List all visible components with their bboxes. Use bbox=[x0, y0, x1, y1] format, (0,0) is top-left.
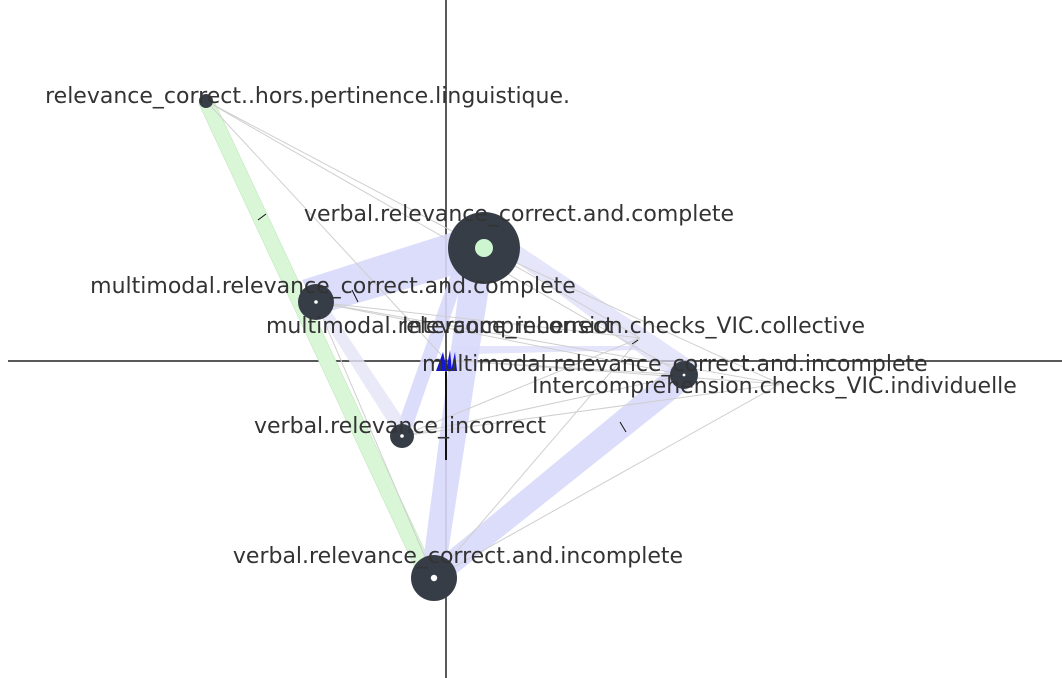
node-labels: relevance_correct..hors.pertinence.lingu… bbox=[45, 84, 1017, 569]
edge-wedge bbox=[302, 226, 492, 314]
node-label: verbal.relevance_incorrect bbox=[254, 414, 546, 439]
edge-wedge bbox=[478, 234, 700, 376]
node-label: verbal.relevance_correct.and.complete bbox=[304, 202, 734, 227]
node-label: multimodal.relevance_incorrect bbox=[266, 314, 614, 339]
node-center bbox=[682, 373, 686, 377]
edge-wedge bbox=[396, 260, 468, 440]
node-center bbox=[430, 574, 438, 582]
edge-lines bbox=[205, 100, 781, 579]
node-label: verbal.relevance_correct.and.incomplete bbox=[233, 544, 683, 569]
node-center bbox=[400, 434, 404, 438]
nodes bbox=[199, 94, 698, 601]
edge-tick-marks bbox=[257, 213, 639, 433]
edge-wedges bbox=[198, 100, 700, 580]
node-label: Intercomprehension.checks_VIC.collective bbox=[402, 314, 865, 339]
edge-wedge bbox=[308, 296, 412, 438]
node-label: multimodal.relevance_correct.and.incompl… bbox=[422, 352, 928, 377]
center-marker bbox=[436, 350, 457, 460]
edge-wedge bbox=[450, 346, 640, 354]
edge-wedge bbox=[422, 258, 493, 572]
node-center bbox=[314, 300, 318, 304]
edge-wedge bbox=[428, 366, 694, 580]
node-label: multimodal.relevance_correct.and.complet… bbox=[90, 274, 576, 299]
node-label: relevance_correct..hors.pertinence.lingu… bbox=[45, 84, 570, 109]
node-label: Intercomprehension.checks_VIC.individuel… bbox=[532, 374, 1017, 399]
node-highlight bbox=[475, 239, 493, 257]
graph-node[interactable] bbox=[199, 94, 213, 108]
